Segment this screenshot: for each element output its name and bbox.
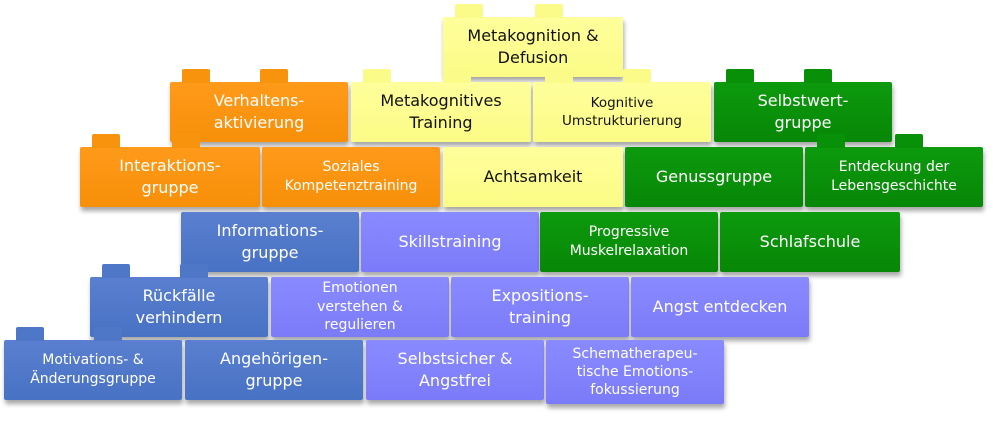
brick-label: Achtsamkeit (483, 167, 583, 187)
brick-label: Soziales Kompetenztraining (284, 159, 418, 194)
brick-stud (545, 69, 573, 83)
brick-progressive-muskelrelaxation: Progressive Muskelrelaxation (540, 212, 718, 272)
brick-metakognitives-training: Metakognitives Training (351, 69, 531, 142)
brick-selbstsicher-angstfrei: Selbstsicher & Angstfrei (366, 340, 544, 400)
brick-label: Skillstraining (398, 232, 502, 252)
brick-stud (817, 134, 845, 148)
brick-skillstraining: Skillstraining (361, 212, 539, 272)
brick-label: Angst entdecken (652, 297, 788, 317)
brick-label: Verhaltens- aktivierung (213, 91, 305, 132)
brick-stud (92, 134, 120, 148)
brick-stud (102, 264, 130, 278)
brick-label: Rückfälle verhindern (135, 286, 223, 327)
brick-stud (455, 4, 483, 18)
brick-label: Schlafschule (759, 232, 861, 252)
brick-label: Selbstsicher & Angstfrei (397, 349, 513, 390)
brick-selbstwertgruppe: Selbstwert- gruppe (714, 69, 892, 142)
brick-angst-entdecken: Angst entdecken (631, 277, 809, 337)
brick-label: Expositions- training (491, 286, 589, 327)
brick-label: Informations- gruppe (216, 221, 324, 262)
brick-genussgruppe: Genussgruppe (625, 147, 803, 207)
brick-label: Genussgruppe (655, 167, 773, 187)
brick-label: Motivations- & Änderungsgruppe (30, 352, 156, 387)
brick-interaktionsgruppe: Interaktions- gruppe (80, 134, 260, 207)
brick-label: Schematherapeu- tische Emotions- fokussi… (572, 345, 698, 399)
brick-label: Kognitive Umstrukturierung (562, 94, 682, 129)
brick-label: Selbstwert- gruppe (757, 91, 849, 132)
brick-label: Angehörigen- gruppe (220, 349, 328, 390)
brick-metakognition-defusion: Metakognition & Defusion (443, 4, 623, 77)
brick-kognitive-umstrukturierung: Kognitive Umstrukturierung (533, 69, 711, 142)
brick-achtsamkeit: Achtsamkeit (443, 147, 623, 207)
brick-label: Interaktions- gruppe (119, 156, 221, 197)
brick-label: Progressive Muskelrelaxation (569, 224, 689, 259)
brick-expositionstraining: Expositions- training (451, 277, 629, 337)
brick-stud (182, 69, 210, 83)
brick-schlafschule: Schlafschule (720, 212, 900, 272)
brick-stud (260, 69, 288, 83)
brick-verhaltensaktivierung: Verhaltens- aktivierung (170, 69, 348, 142)
brick-label: Metakognitives Training (380, 91, 502, 132)
brick-label: Metakognition & Defusion (467, 26, 599, 67)
brick-label: Entdeckung der Lebensgeschichte (831, 159, 957, 194)
brick-entdeckung-lebensgeschichte: Entdeckung der Lebensgeschichte (805, 134, 983, 207)
brick-stud (535, 4, 563, 18)
brick-stud (443, 69, 471, 83)
brick-stud (94, 327, 122, 341)
brick-stud (895, 134, 923, 148)
brick-motivationsgruppe: Motivations- & Änderungsgruppe (4, 327, 182, 400)
brick-soziales-kompetenztraining: Soziales Kompetenztraining (262, 147, 440, 207)
brick-angehoerigengruppe: Angehörigen- gruppe (185, 340, 363, 400)
brick-stud (180, 264, 208, 278)
brick-informationsgruppe: Informations- gruppe (181, 212, 359, 272)
brick-stud (623, 69, 651, 83)
brick-label: Emotionen verstehen & regulieren (317, 279, 403, 334)
brick-stud (16, 327, 44, 341)
brick-emotionen-verstehen: Emotionen verstehen & regulieren (271, 277, 449, 337)
brick-stud (363, 69, 391, 83)
brick-stud (726, 69, 754, 83)
brick-schematherapeutische: Schematherapeu- tische Emotions- fokussi… (546, 340, 724, 404)
brick-stud (172, 134, 200, 148)
brick-stud (804, 69, 832, 83)
